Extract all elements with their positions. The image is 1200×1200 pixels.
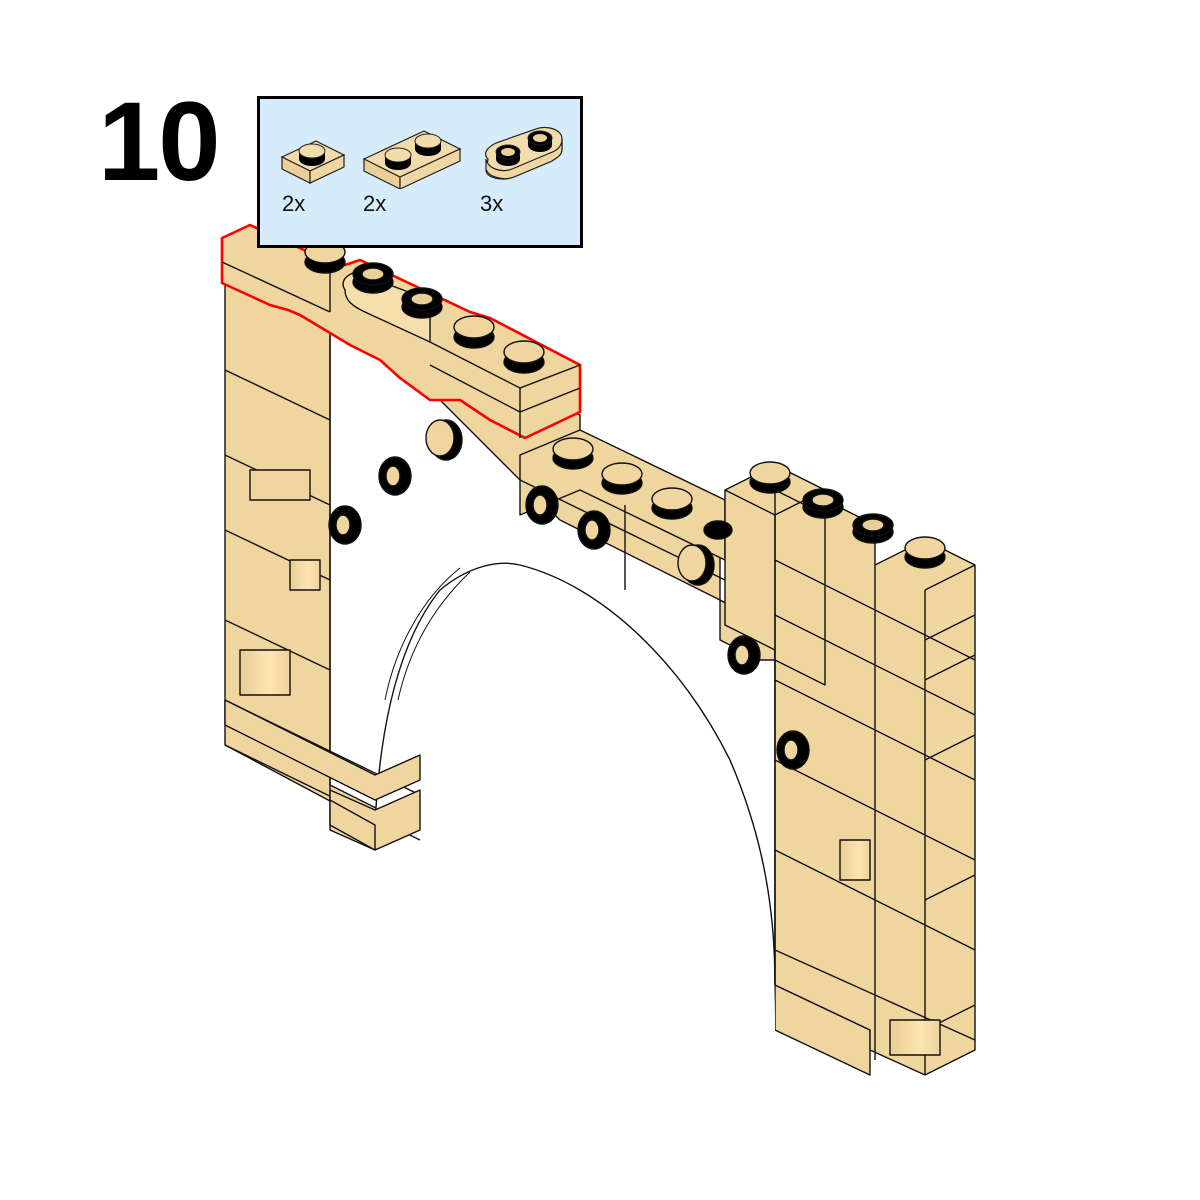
part-plate-1x1 [280, 137, 346, 185]
parts-callout: 2x 2x 3x [257, 96, 583, 248]
arch-opening [375, 563, 775, 1200]
part-plate-1x2-rounded [480, 125, 566, 189]
part-plate-1x2 [362, 127, 462, 189]
plate-1x2-icon [362, 130, 462, 189]
plate-1x1-icon [280, 140, 346, 184]
plate-1x2-rounded-icon [484, 126, 563, 180]
new-parts-highlight [220, 223, 582, 440]
part-quantity: 3x [480, 191, 504, 216]
part-quantity: 2x [363, 191, 387, 216]
part-quantity: 2x [282, 191, 306, 216]
step-number: 10 [98, 79, 221, 204]
side-studs [328, 419, 810, 770]
studs-top [304, 240, 946, 569]
